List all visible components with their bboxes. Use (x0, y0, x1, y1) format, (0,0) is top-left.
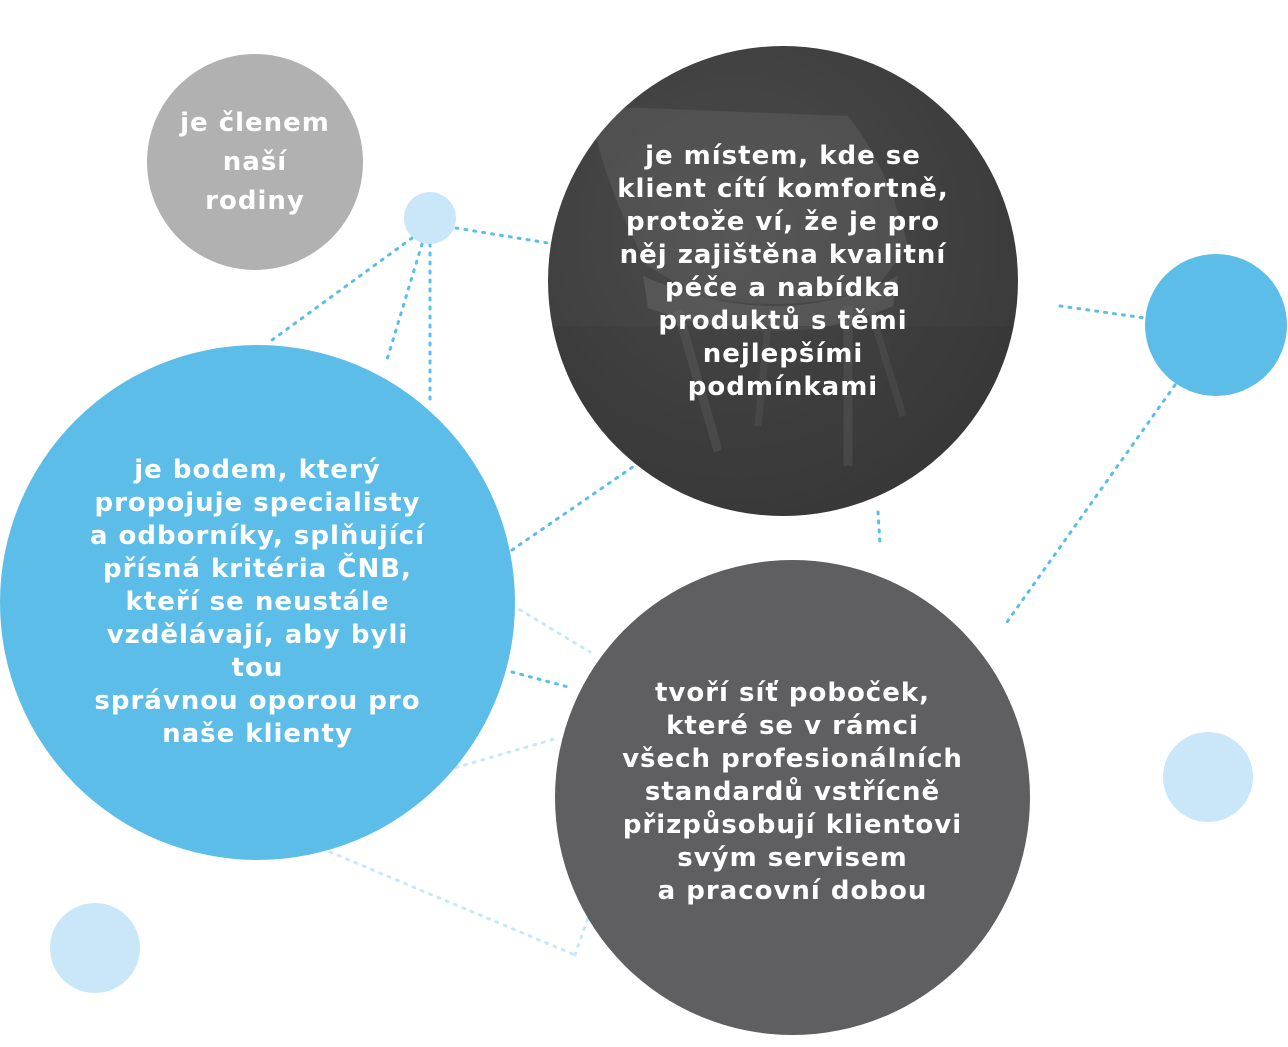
connector-point-network-3 (428, 736, 560, 777)
bubble-network: tvoří síť poboček, které se v rámci všec… (555, 560, 1030, 1035)
small-light-blue-circle (404, 192, 456, 244)
chair-background-image (548, 106, 1018, 516)
connector-dot1-comfort (454, 226, 550, 245)
connector-point-comfort (510, 460, 642, 552)
bubble-network-text: tvoří síť poboček, které se v rámci všec… (622, 678, 963, 906)
bubble-member-text: je členem naší rodiny (180, 107, 330, 216)
connector-point-network-1 (510, 603, 592, 654)
bubble-point-text: je bodem, který propojuje specialisty a … (89, 455, 426, 749)
bubble-point: je bodem, který propojuje specialisty a … (0, 345, 515, 860)
bubble-comfort: je místem, kde se klient cítí komfortně,… (548, 46, 1018, 516)
connector-comfort-dot2 (1058, 304, 1147, 320)
connector-point-network-2 (510, 670, 574, 690)
light-blue-circle-right (1163, 732, 1253, 822)
connector-dot2-network (1005, 383, 1177, 624)
bubble-member: je členem naší rodiny (147, 54, 363, 270)
connector-point-network-4 (328, 850, 577, 957)
bubble-comfort-text: je místem, kde se klient cítí komfortně,… (617, 141, 949, 402)
connector-comfort-network (876, 510, 882, 546)
connector-dot1-point-left (266, 236, 414, 345)
light-blue-circle-left (50, 903, 140, 993)
connector-dot1-point-mid (384, 242, 424, 365)
connector-point-network-5 (573, 910, 592, 957)
accent-blue-circle (1145, 254, 1287, 396)
